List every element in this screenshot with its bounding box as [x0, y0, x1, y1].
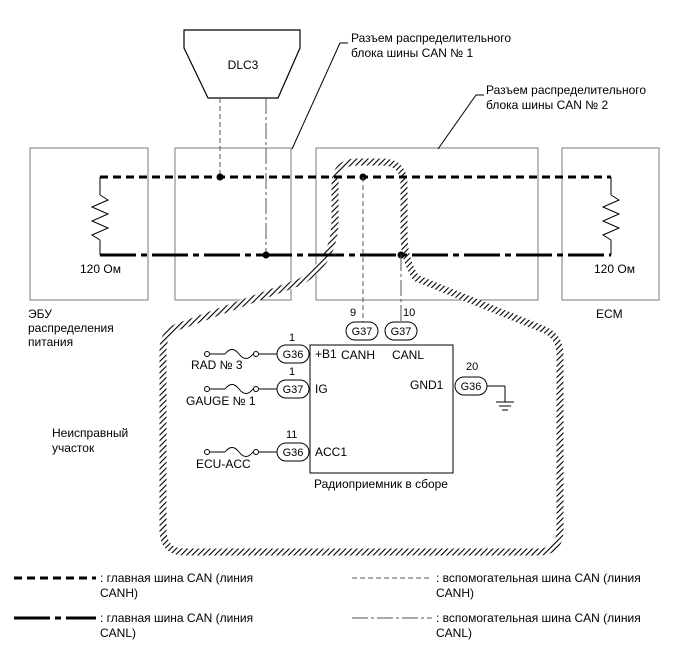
b1-pin-name: +B1	[315, 347, 337, 361]
ecm-label: ECM	[596, 307, 623, 321]
legend-main-canl-line2: CANL)	[100, 626, 136, 640]
junction2-leader	[437, 94, 484, 150]
canh-connector-label: G37	[352, 326, 373, 338]
b1-connector-label: G36	[283, 349, 304, 361]
ig-connector	[276, 379, 310, 399]
legend-sub-canl-line1: : вспомогательная шина CAN (линия	[436, 611, 641, 625]
dlc3-label: DLC3	[228, 58, 259, 72]
ecu-acc-fuse-icon	[204, 447, 277, 457]
right-resistor-label: 120 Ом	[594, 262, 635, 276]
acc-connector	[276, 442, 310, 462]
faulty-area-label-line1: Неисправный	[52, 426, 128, 440]
rad3-fuse-label: RAD № 3	[191, 358, 243, 372]
acc-pin-name: ACC1	[315, 445, 347, 459]
left-resistor-label: 120 Ом	[80, 262, 121, 276]
junction-connector-1-box	[174, 147, 292, 301]
legend-main-canh-line1: : главная шина CAN (линия	[100, 571, 253, 585]
acc-pin-number: 11	[286, 429, 297, 441]
power-ecu-label-line2: распределения	[28, 321, 114, 335]
canl-pin-number: 10	[403, 307, 415, 319]
dlc3-canl-junction	[262, 251, 270, 259]
junction-connector-2-box	[315, 147, 539, 301]
power-ecu-label-line3: питания	[28, 335, 73, 349]
legend-sub-canh-line2: CANH)	[436, 586, 474, 600]
canh-pin-number: 9	[350, 307, 356, 319]
faulty-area-label-line2: участок	[52, 441, 95, 455]
ground-icon	[487, 385, 514, 411]
legend-sub-canl-line2: CANL)	[436, 626, 472, 640]
power-distribution-ecu-box	[29, 147, 149, 301]
radio-receiver-label: Радиоприемник в сборе	[314, 477, 448, 491]
left-termination-resistor	[90, 177, 110, 255]
b1-connector	[276, 344, 310, 364]
canl-connector-label: G37	[391, 326, 412, 338]
junction1-label-line2: блока шины CAN № 1	[351, 46, 473, 60]
legend-main-canh-line2: CANH)	[100, 586, 138, 600]
ig-pin-name: IG	[315, 382, 328, 396]
radio-receiver-box	[309, 344, 454, 474]
junction2-label-line1: Разъем распределительного	[486, 83, 646, 97]
canh-connector	[345, 321, 379, 341]
dlc3-connector	[183, 29, 301, 99]
canh-pin-name: CANH	[341, 348, 375, 362]
dlc3-canh-junction	[216, 173, 224, 181]
junction2-label-line2: блока шины CAN № 2	[486, 98, 608, 112]
faulty-area-outline	[159, 158, 564, 556]
canl-connector	[384, 321, 418, 341]
canl-pin-name: CANL	[392, 348, 424, 362]
legend-main-canl-line1: : главная шина CAN (линия	[100, 611, 253, 625]
power-ecu-label-line1: ЭБУ	[28, 307, 52, 321]
gauge1-fuse-icon	[204, 384, 277, 394]
rad3-fuse-icon	[204, 349, 277, 359]
gauge1-fuse-label: GAUGE № 1	[186, 394, 256, 408]
ig-connector-label: G37	[283, 384, 304, 396]
ig-pin-number: 1	[289, 366, 295, 378]
acc-connector-label: G36	[283, 447, 304, 459]
junction1-leader	[291, 42, 348, 150]
gnd-connector-label: G36	[461, 381, 482, 393]
b1-pin-number: 1	[289, 332, 295, 344]
gnd-pin-number: 20	[466, 361, 478, 373]
right-termination-resistor	[601, 177, 621, 255]
gnd-pin-name: GND1	[410, 378, 444, 392]
ecu-acc-fuse-label: ECU-ACC	[196, 457, 251, 471]
legend-sub-canh-line1: : вспомогательная шина CAN (линия	[436, 571, 641, 585]
junction1-label-line1: Разъем распределительного	[351, 31, 511, 45]
